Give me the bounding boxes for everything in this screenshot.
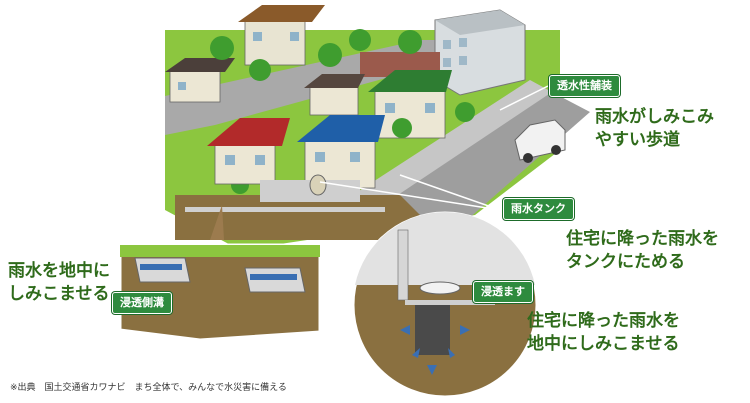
basin-caption: 住宅に降った雨水を 地中にしみこませる [527, 310, 680, 356]
ground-caption-line2: しみこませる [8, 283, 110, 306]
source-note: ※出典 国土交通省カワナビ まち全体で、みんなで水災害に備える [10, 380, 287, 393]
infiltration-gutter-tag: 浸透側溝 [112, 292, 172, 314]
rain-tank-tag: 雨水タンク [503, 198, 574, 220]
rain-tank-small [310, 175, 326, 195]
permeable-pavement-tag: 透水性舗装 [549, 75, 620, 97]
ground-caption-line1: 雨水を地中に [8, 260, 110, 283]
sidewalk-caption-line2: やすい歩道 [595, 129, 714, 152]
basin-inset [353, 212, 537, 397]
tank-caption: 住宅に降った雨水を タンクにためる [566, 228, 719, 274]
sidewalk-caption: 雨水がしみこみ やすい歩道 [595, 106, 714, 152]
underground-pipe [185, 207, 385, 212]
basin-caption-line2: 地中にしみこませる [527, 333, 680, 356]
ground-caption: 雨水を地中に しみこませる [8, 260, 110, 306]
basin-caption-line1: 住宅に降った雨水を [527, 310, 680, 333]
sidewalk-caption-line1: 雨水がしみこみ [595, 106, 714, 129]
tank-caption-line1: 住宅に降った雨水を [566, 228, 719, 251]
tank-caption-line2: タンクにためる [566, 251, 719, 274]
infiltration-basin-tag: 浸透ます [473, 281, 533, 303]
